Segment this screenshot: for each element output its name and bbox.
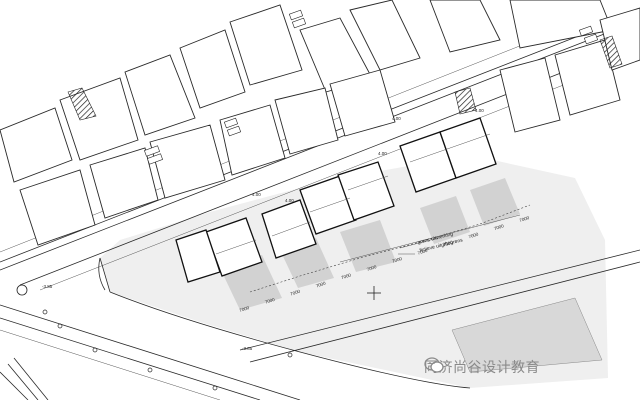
hatched-strip-right: [599, 35, 623, 69]
lower-road: [0, 249, 640, 400]
hatched-strip-mid: [454, 87, 477, 115]
plot-label: 7000: [493, 223, 505, 231]
hatched-slab: [451, 297, 603, 373]
survey-markers: [16, 284, 293, 391]
plot-label: 7000: [264, 297, 276, 305]
dim-label-5: 4.00: [252, 192, 261, 197]
upper-buildings: [0, 0, 640, 246]
dim-label-1: 4.00: [392, 116, 401, 121]
plot-label: 7000: [239, 305, 251, 313]
parked-cars: [144, 9, 599, 165]
spot-level-bottom: -3.85: [242, 346, 253, 351]
plot-label: 7000: [341, 272, 353, 280]
wechat-icon: [424, 357, 444, 373]
crosswalk: [0, 357, 49, 400]
center-cross-marker: [367, 286, 381, 300]
plot-label: 7000: [366, 264, 378, 272]
plot-label: 7000: [417, 248, 429, 256]
spot-level-left: -3.85: [42, 284, 53, 289]
plot-label: 7000: [290, 289, 302, 297]
plot-labels: 7000 7000 7000 7000 7000 7000 7000 7000 7000 7000…: [239, 215, 531, 313]
plot-label: 7000: [519, 215, 531, 223]
dim-label-4: 4.00: [285, 198, 294, 203]
plot-label: 7000: [315, 280, 327, 288]
watermark: 同济尚谷设计教育: [424, 356, 540, 378]
hatched-strip-left: [67, 87, 97, 121]
dim-label-3: 4.00: [378, 151, 387, 156]
dim-label-2: 4.00: [475, 108, 484, 113]
plot-label: 7000: [391, 256, 403, 264]
plot-boundary: [249, 204, 531, 293]
plot-label: 7000: [442, 239, 454, 247]
watermark-text: 同济尚谷设计教育: [424, 360, 540, 376]
plot-label: 7000: [468, 231, 480, 239]
row-houses: [175, 117, 520, 310]
